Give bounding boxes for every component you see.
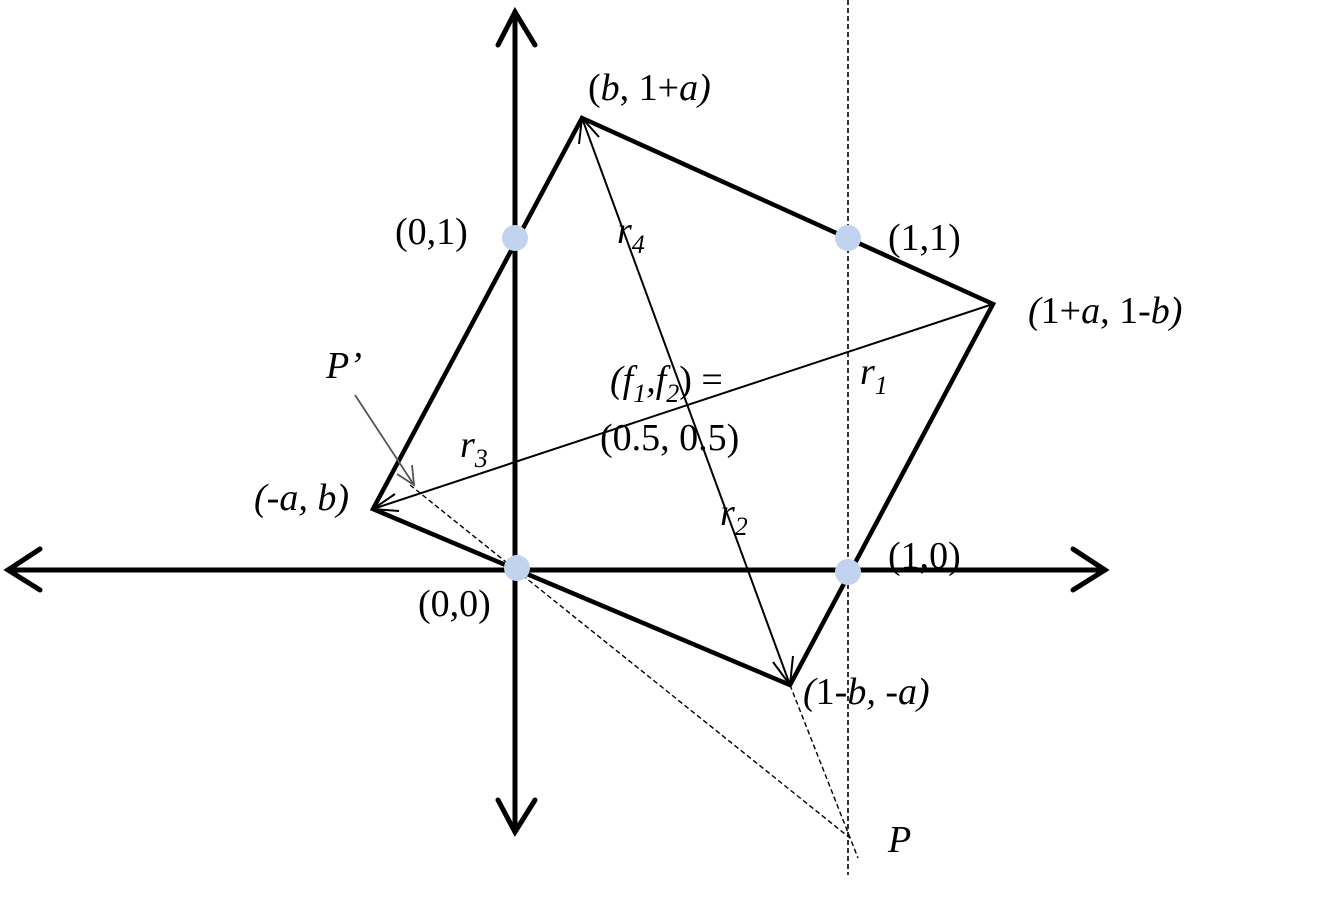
label-point-0-1: (0,1)	[395, 211, 468, 253]
label-bottom-vertex: (1-b, -a)	[803, 671, 930, 713]
y-axis	[495, 6, 538, 837]
label-left-vertex: (-a, b)	[254, 477, 349, 519]
dashed-line-left-to-p	[409, 484, 851, 839]
p-prime-pointer	[354, 394, 416, 487]
label-center-line2: (0.5, 0.5)	[600, 417, 739, 459]
label-top-vertex: (b, 1+a)	[588, 67, 711, 109]
diagonal-r1-r3	[370, 303, 994, 512]
dot-1-0	[835, 559, 861, 585]
label-r3: r3	[460, 424, 488, 473]
label-right-vertex: (1+a, 1-b)	[1028, 290, 1182, 332]
diagonal-r2-r4	[578, 115, 794, 688]
x-axis	[3, 546, 1110, 593]
label-center-line1: (f1,f2) =	[610, 359, 723, 408]
dot-0-1	[502, 225, 528, 251]
dot-1-1	[835, 225, 861, 251]
dashed-line-bottom-to-p	[789, 684, 859, 859]
label-r1: r1	[860, 351, 888, 400]
label-r2: r2	[720, 492, 748, 541]
dot-0-0	[504, 555, 530, 581]
label-point-0-0: (0,0)	[418, 583, 491, 625]
label-point-1-0: (1,0)	[888, 535, 961, 577]
label-point-1-1: (1,1)	[888, 217, 961, 259]
label-r4: r4	[617, 210, 645, 259]
label-p: P	[887, 819, 911, 861]
label-p-prime: P’	[325, 345, 362, 387]
